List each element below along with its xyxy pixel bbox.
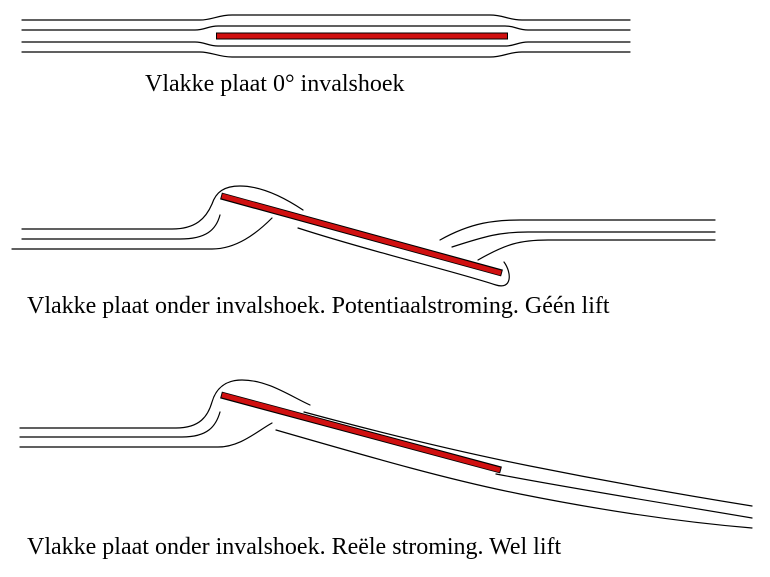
panel-potential-flow: Vlakke plaat onder invalshoek. Potentiaa… — [11, 185, 716, 319]
inclined-plate — [221, 193, 502, 276]
streamline-upper — [21, 14, 631, 21]
streamline-near-upper — [21, 25, 631, 31]
streamline-wake-middle — [495, 473, 753, 519]
streamline-inner — [19, 422, 273, 448]
streamline-downstream-outer — [477, 239, 716, 261]
streamline-upstream-outer — [21, 185, 304, 230]
streamline-wake-lower — [275, 429, 753, 529]
streamline-downstream-inner — [297, 227, 510, 287]
caption-zero-angle: Vlakke plaat 0° invalshoek — [145, 71, 405, 97]
panel-zero-angle: Vlakke plaat 0° invalshoek — [21, 14, 631, 97]
panel-real-flow: Vlakke plaat onder invalshoek. Reële str… — [19, 379, 753, 560]
streamline-downstream-top — [439, 219, 716, 241]
streamline-outer — [19, 379, 311, 429]
streamline-wake-upper — [303, 411, 753, 507]
streamline-upstream-inner — [11, 217, 273, 250]
caption-potential-flow: Vlakke plaat onder invalshoek. Potentiaa… — [27, 293, 610, 319]
streamline-lower — [21, 51, 631, 58]
streamline-middle — [19, 411, 221, 438]
streamline-upstream-middle — [21, 214, 221, 240]
inclined-plate — [221, 392, 501, 473]
streamline-near-lower — [21, 41, 631, 47]
caption-real-flow: Vlakke plaat onder invalshoek. Reële str… — [27, 534, 561, 560]
streamline-downstream-middle — [451, 231, 716, 248]
